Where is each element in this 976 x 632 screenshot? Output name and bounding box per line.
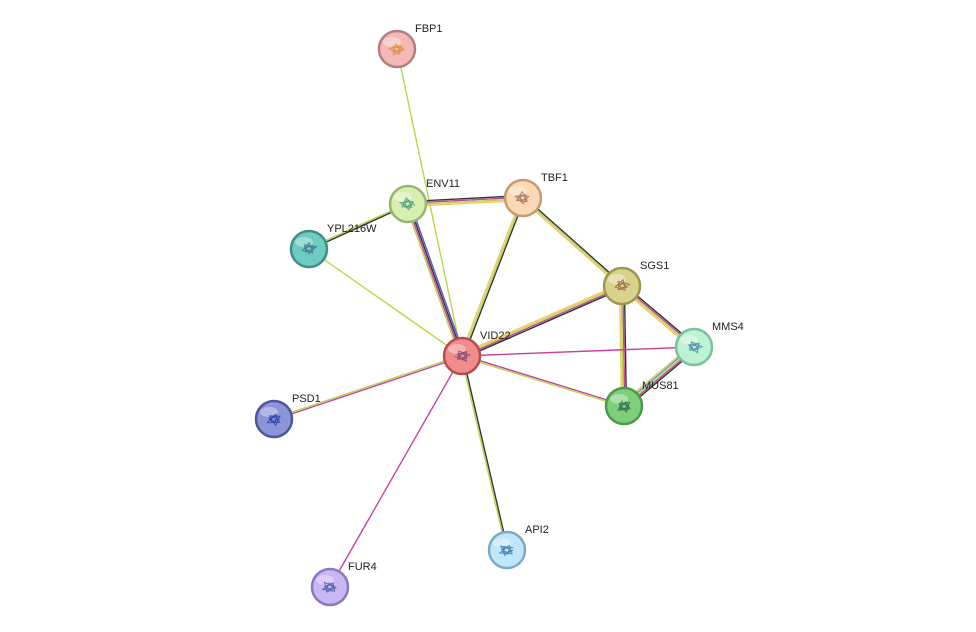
node-label: VID22: [480, 330, 511, 342]
protein-structure-icon: [687, 341, 704, 354]
edge-vid22-mms4[interactable]: [461, 346, 695, 357]
edge-vid22-fur4[interactable]: [329, 355, 463, 588]
edge-evidence-line: [618, 286, 623, 407]
node-label: FBP1: [415, 23, 443, 35]
node-label: YPL216W: [327, 223, 377, 235]
node-label: API2: [525, 524, 549, 536]
protein-structure-icon: [614, 278, 632, 291]
edge-vid22-psd1[interactable]: [273, 354, 463, 421]
edge-evidence-line: [461, 346, 695, 357]
node-circle: [503, 178, 543, 218]
node-label: FUR4: [348, 561, 377, 573]
edge-evidence-line: [408, 199, 524, 208]
node-highlight: [493, 538, 511, 548]
node-highlight: [316, 575, 334, 585]
edge-evidence-line: [462, 286, 623, 358]
edge-evidence-line: [623, 285, 628, 406]
node-circle: [442, 336, 482, 376]
node-circle: [388, 184, 428, 224]
edge-evidence-line: [622, 285, 626, 406]
node-circle: [377, 29, 417, 69]
node-circle: [604, 386, 644, 426]
protein-structure-icon: [454, 350, 472, 363]
node-circle: [254, 399, 294, 439]
node-fur4[interactable]: FUR4: [310, 561, 377, 607]
edge-evidence-line: [408, 203, 464, 356]
edge-tbf1-vid22[interactable]: [459, 197, 526, 357]
node-circle: [602, 266, 642, 306]
node-label: SGS1: [640, 260, 669, 272]
protein-structure-icon: [301, 241, 318, 255]
node-tbf1[interactable]: TBF1: [503, 172, 568, 218]
node-vid22[interactable]: VID22: [442, 330, 511, 376]
edge-evidence-line: [462, 198, 526, 357]
node-label: MMS4: [712, 321, 744, 333]
protein-structure-icon: [266, 413, 281, 427]
edge-evidence-line: [405, 204, 461, 358]
edge-evidence-line: [460, 356, 507, 551]
node-label: PSD1: [292, 393, 321, 405]
protein-structure-icon: [321, 581, 337, 593]
edge-evidence-line: [308, 248, 463, 357]
node-label: ENV11: [426, 178, 460, 190]
edge-sgs1-vid22[interactable]: [460, 283, 624, 359]
edge-evidence-line: [329, 355, 463, 588]
edge-evidence-line: [459, 197, 523, 356]
edge-ypl216w-vid22[interactable]: [308, 248, 463, 357]
edge-sgs1-mus81[interactable]: [618, 285, 628, 407]
protein-structure-icon: [514, 190, 530, 205]
node-highlight: [610, 394, 628, 404]
edge-evidence-line: [521, 198, 622, 288]
node-highlight: [295, 237, 313, 247]
node-mms4[interactable]: MMS4: [674, 321, 744, 367]
node-fbp1[interactable]: FBP1: [377, 23, 443, 69]
edge-env11-vid22[interactable]: [405, 202, 465, 358]
edge-vid22-api2[interactable]: [460, 355, 509, 551]
edge-evidence-line: [460, 283, 622, 355]
edge-evidence-line: [406, 204, 462, 357]
node-label: MUS81: [642, 380, 679, 392]
protein-structure-icon: [398, 196, 416, 211]
node-highlight: [260, 407, 278, 417]
node-circle: [289, 229, 329, 269]
node-circle: [487, 530, 527, 570]
edge-evidence-line: [462, 287, 624, 359]
node-circle: [310, 567, 350, 607]
node-label: TBF1: [541, 172, 568, 184]
edges-layer: [273, 48, 697, 588]
edge-evidence-line: [462, 354, 625, 406]
protein-structure-icon: [616, 400, 631, 414]
edge-evidence-line: [409, 202, 465, 356]
node-mus81[interactable]: MUS81: [604, 380, 679, 426]
edge-vid22-mus81[interactable]: [461, 354, 625, 408]
edge-evidence-line: [461, 197, 524, 357]
node-sgs1[interactable]: SGS1: [602, 260, 669, 306]
edge-tbf1-sgs1[interactable]: [521, 196, 624, 288]
node-circle: [674, 327, 714, 367]
edge-evidence-line: [407, 194, 523, 203]
edge-evidence-line: [523, 196, 624, 286]
edge-evidence-line: [522, 197, 623, 287]
edge-evidence-line: [462, 355, 509, 550]
edge-evidence-line: [461, 284, 622, 356]
edge-evidence-line: [620, 286, 624, 407]
node-psd1[interactable]: PSD1: [254, 393, 321, 439]
edge-evidence-line: [461, 356, 624, 408]
node-ypl216w[interactable]: YPL216W: [289, 223, 377, 269]
edge-evidence-line: [273, 354, 462, 419]
protein-structure-icon: [387, 43, 405, 56]
protein-structure-icon: [498, 544, 514, 557]
node-highlight: [509, 186, 527, 196]
node-env11[interactable]: ENV11: [388, 178, 460, 224]
edge-evidence-line: [274, 356, 463, 421]
node-api2[interactable]: API2: [487, 524, 549, 570]
